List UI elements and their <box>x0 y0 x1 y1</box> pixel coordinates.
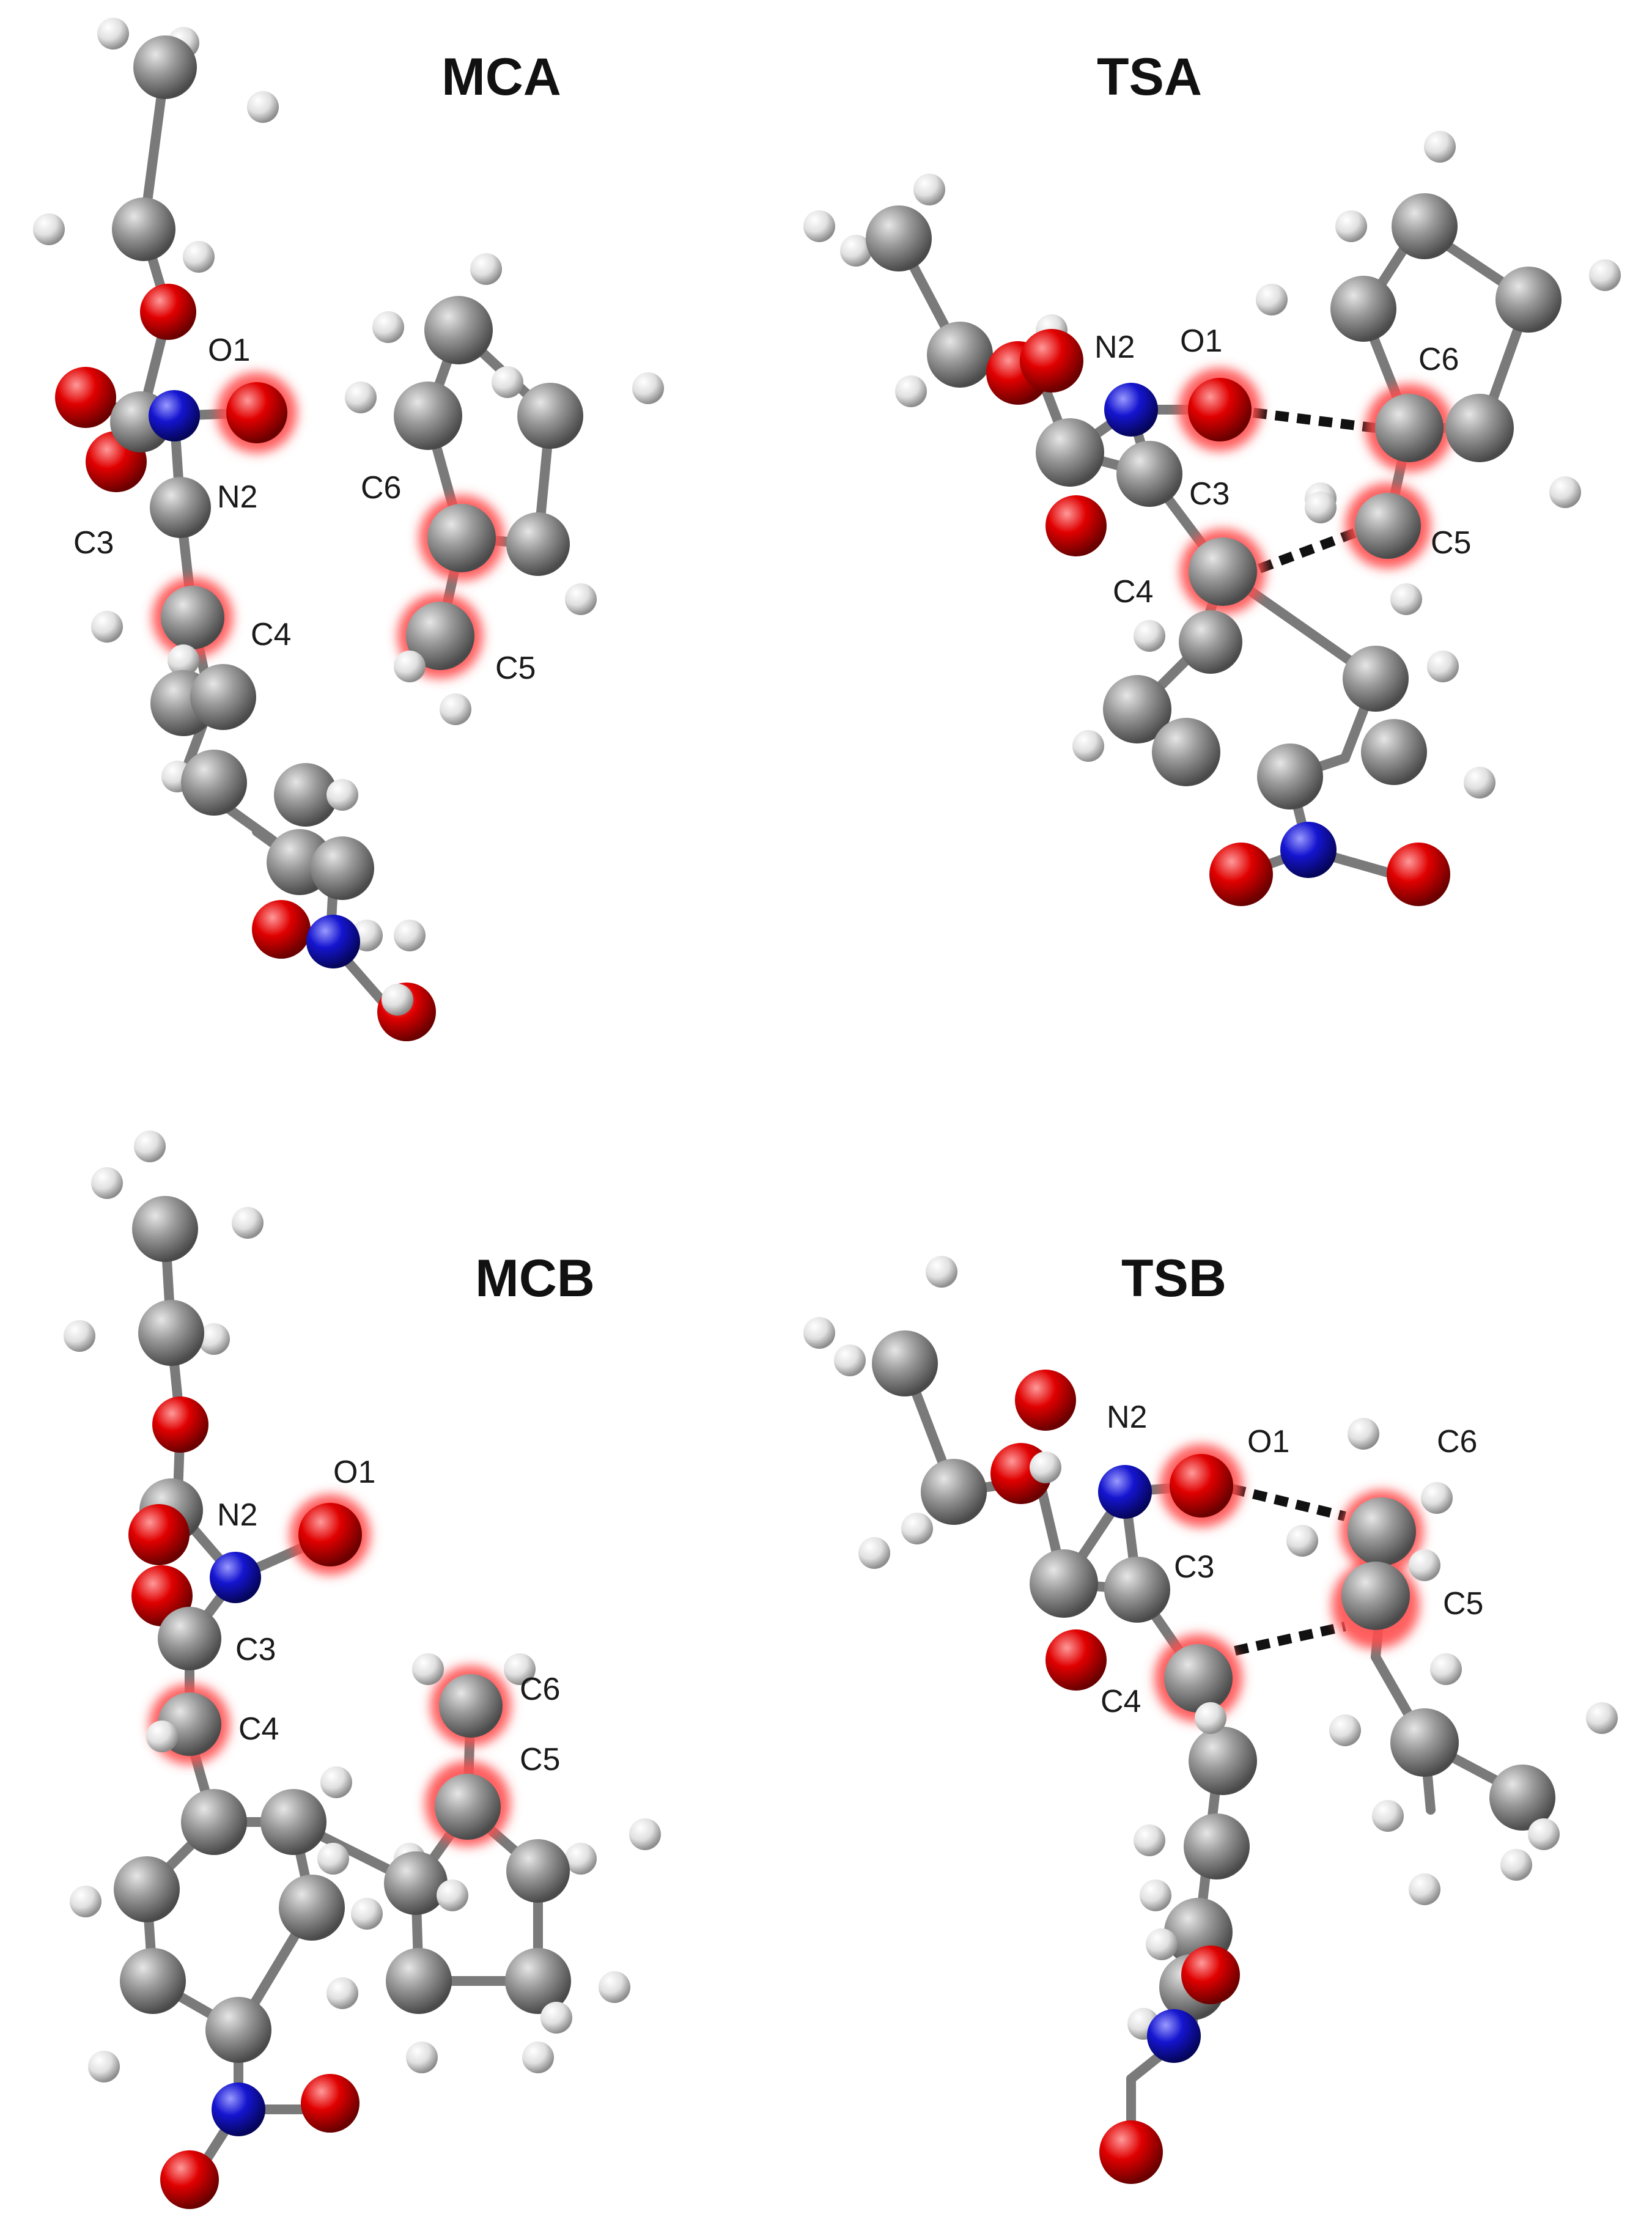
label-tsa-c3: C3 <box>1189 476 1230 512</box>
panel-mcb: MCB <box>64 1131 661 2209</box>
label-mcb-c4: C4 <box>238 1711 279 1747</box>
atom-labels-tsb: N2 O1 C6 C3 C5 C4 <box>1101 1400 1483 1719</box>
panel-title-mcb: MCB <box>475 1249 595 1308</box>
label-mca-c5: C5 <box>495 651 536 686</box>
label-tsa-c5: C5 <box>1431 525 1471 561</box>
label-tsa-n2: N2 <box>1094 330 1135 365</box>
atom-labels-mca: O1 N2 C3 C4 C5 C6 <box>73 333 536 686</box>
label-tsb-o1: O1 <box>1247 1424 1289 1459</box>
label-mca-c4: C4 <box>251 617 291 652</box>
panel-tsa: TSA <box>803 48 1621 906</box>
atoms-tsa <box>803 131 1621 906</box>
panel-title-tsa: TSA <box>1097 48 1202 106</box>
label-mcb-o1: O1 <box>333 1455 375 1490</box>
label-mcb-c5: C5 <box>520 1742 560 1777</box>
label-mcb-c6: C6 <box>520 1672 560 1707</box>
label-tsa-c6: C6 <box>1418 342 1459 377</box>
panel-title-tsb: TSB <box>1121 1249 1226 1308</box>
label-tsb-c5: C5 <box>1443 1586 1483 1621</box>
label-mca-c6: C6 <box>361 470 401 506</box>
panel-mca: MCA <box>33 18 664 1041</box>
atoms-mcb <box>64 1131 661 2209</box>
atoms-tsb <box>803 1256 1618 2184</box>
panel-title-mca: MCA <box>441 48 561 106</box>
label-mca-o1: O1 <box>208 333 250 368</box>
label-tsb-n2: N2 <box>1107 1400 1147 1435</box>
label-tsa-c4: C4 <box>1113 574 1153 610</box>
label-tsb-c3: C3 <box>1174 1549 1214 1585</box>
atoms-mca <box>33 18 664 1041</box>
label-mcb-n2: N2 <box>217 1497 257 1533</box>
atom-labels-tsa: N2 O1 C6 C3 C5 C4 <box>1094 323 1471 610</box>
label-tsb-c6: C6 <box>1437 1424 1477 1459</box>
label-mcb-c3: C3 <box>235 1632 276 1667</box>
label-mca-n2: N2 <box>217 479 257 515</box>
atom-labels-mcb: O1 N2 C3 C6 C4 C5 <box>217 1455 560 1777</box>
label-tsa-o1: O1 <box>1180 323 1222 359</box>
label-tsb-c4: C4 <box>1101 1684 1141 1719</box>
label-mca-c3: C3 <box>73 525 114 561</box>
panel-tsb: TSB <box>803 1249 1618 2184</box>
